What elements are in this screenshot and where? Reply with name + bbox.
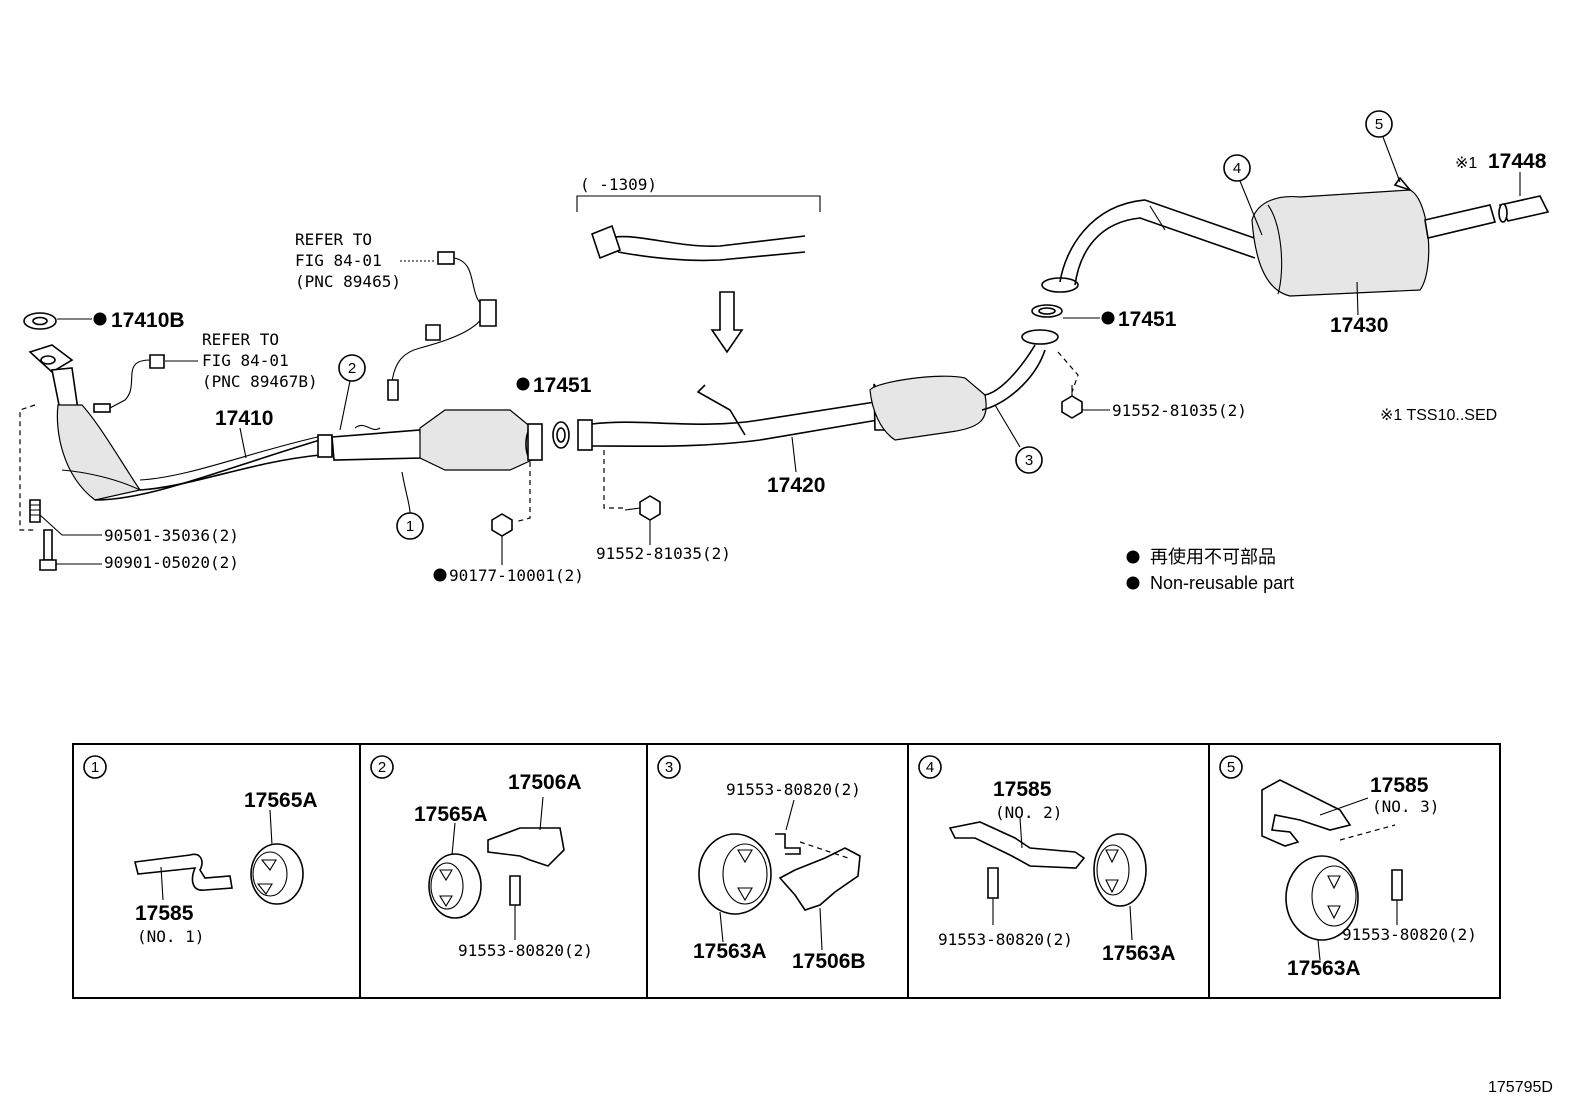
gasket-17451-left-drawing: [552, 421, 570, 449]
tail-pipe-muffler-17430-drawing: [1041, 176, 1497, 297]
svg-text:5: 5: [1227, 759, 1235, 776]
detail-callout-2: 2: [370, 755, 394, 779]
non-reusable-mark: [516, 377, 530, 391]
svg-text:4: 4: [1233, 160, 1241, 177]
part-number-90177: 90177-10001(2): [449, 566, 584, 585]
nut-90177-drawing: [491, 513, 513, 537]
svg-text:91553-80820(2): 91553-80820(2): [1342, 925, 1477, 944]
svg-text:5: 5: [1375, 116, 1383, 133]
part-number-17451-right: 17451: [1118, 308, 1177, 331]
callout-2[interactable]: 2: [338, 354, 366, 382]
detail-panel-frame: [72, 743, 1501, 999]
catalytic-converter-drawing: [419, 409, 543, 471]
bolt-91552-left-drawing: [624, 495, 661, 521]
oxygen-sensor-rear-drawing: [387, 251, 497, 401]
svg-text:2: 2: [348, 360, 356, 377]
part-number-90501: 90501-35036(2): [104, 526, 239, 545]
tail-pipe-extension-17448-drawing: [1498, 195, 1550, 223]
detail-callout-4: 4: [918, 755, 942, 779]
detail-callout-5: 5: [1219, 755, 1243, 779]
svg-text:2: 2: [378, 759, 386, 776]
svg-text:17585: 17585: [135, 902, 194, 925]
front-pipe-17410-drawing: [28, 344, 423, 501]
fig-ref-label-2: FIG 84-01: [202, 351, 289, 370]
pnc-ref-label-1: (PNC 89465): [295, 272, 401, 291]
svg-text:17565A: 17565A: [244, 789, 318, 812]
part-number-17410b: 17410B: [111, 309, 185, 332]
part-number-17420: 17420: [767, 474, 825, 497]
fig-ref-label-1: FIG 84-01: [295, 251, 382, 270]
part-number-17430: 17430: [1330, 314, 1388, 337]
non-reusable-mark: [93, 312, 107, 326]
callout-1[interactable]: 1: [396, 512, 424, 540]
variant-pipe-drawing: [591, 224, 806, 262]
legend-mark-jp: [1126, 550, 1140, 564]
part-number-17451-left: 17451: [533, 374, 592, 397]
svg-text:4: 4: [926, 759, 934, 776]
svg-text:(NO. 1): (NO. 1): [137, 927, 204, 946]
svg-text:17563A: 17563A: [693, 940, 767, 963]
svg-text:1: 1: [406, 518, 414, 535]
bolt-90501-drawing: [29, 499, 41, 523]
svg-text:(NO. 3): (NO. 3): [1372, 797, 1439, 816]
detail-1: 1 17565A 17585 (NO. 1): [83, 755, 318, 946]
mark-17448: ※1: [1455, 155, 1477, 172]
bolt-90901-drawing: [39, 529, 57, 571]
part-number-90901: 90901-05020(2): [104, 553, 239, 572]
part-number-17448: 17448: [1488, 150, 1547, 173]
detail-4: 4 17585 (NO. 2) 91553-80820(2) 17563A: [918, 755, 1176, 965]
svg-text:17506B: 17506B: [792, 950, 866, 973]
part-number-91552-left: 91552-81035(2): [596, 544, 731, 563]
svg-text:17585: 17585: [1370, 774, 1429, 797]
oxygen-sensor-front-drawing: [93, 354, 165, 413]
svg-text:(NO. 2): (NO. 2): [995, 803, 1062, 822]
legend-text-jp: 再使用不可部品: [1150, 547, 1276, 567]
gasket-17410b-drawing: [23, 312, 57, 330]
part-number-91552-right: 91552-81035(2): [1112, 401, 1247, 420]
part-number-17410: 17410: [215, 407, 273, 430]
gasket-17451-right-drawing: [1031, 304, 1063, 318]
legend-mark-en: [1126, 576, 1140, 590]
refer-to-label-1: REFER TO: [295, 230, 372, 249]
detail-callout-3: 3: [657, 755, 681, 779]
legend-text-en: Non-reusable part: [1150, 573, 1294, 593]
svg-text:17585: 17585: [993, 778, 1052, 801]
detail-3: 3 91553-80820(2) 17563A 17506B: [657, 755, 866, 973]
variant-bracket-label: ( -1309): [580, 175, 657, 194]
callout-3[interactable]: 3: [1015, 446, 1043, 474]
svg-text:1: 1: [91, 759, 99, 776]
figure-id: 175795D: [1488, 1079, 1553, 1096]
svg-text:17506A: 17506A: [508, 771, 582, 794]
svg-text:3: 3: [1025, 452, 1033, 469]
bolt-91552-right-drawing: [1061, 385, 1083, 419]
svg-text:17565A: 17565A: [414, 803, 488, 826]
svg-text:3: 3: [665, 759, 673, 776]
svg-text:91553-80820(2): 91553-80820(2): [458, 941, 593, 960]
svg-text:91553-80820(2): 91553-80820(2): [938, 930, 1073, 949]
center-pipe-17420-drawing: [577, 329, 1059, 451]
non-reusable-mark: [1101, 311, 1115, 325]
callout-5[interactable]: 5: [1365, 110, 1393, 138]
svg-text:17563A: 17563A: [1102, 942, 1176, 965]
non-reusable-mark: [433, 568, 447, 582]
detail-2: 2 17506A 17565A 91553-80820(2): [370, 755, 593, 960]
detail-callout-1: 1: [83, 755, 107, 779]
detail-5: 5 17585 (NO. 3) 17563A 91553-80820(2): [1219, 755, 1477, 980]
pnc-ref-label-2: (PNC 89467B): [202, 372, 318, 391]
direction-arrow: [710, 291, 744, 354]
variant-note: ※1 TSS10..SED: [1380, 407, 1497, 424]
callout-4[interactable]: 4: [1223, 154, 1251, 182]
refer-to-label-2: REFER TO: [202, 330, 279, 349]
svg-text:91553-80820(2): 91553-80820(2): [726, 780, 861, 799]
svg-text:17563A: 17563A: [1287, 957, 1361, 980]
